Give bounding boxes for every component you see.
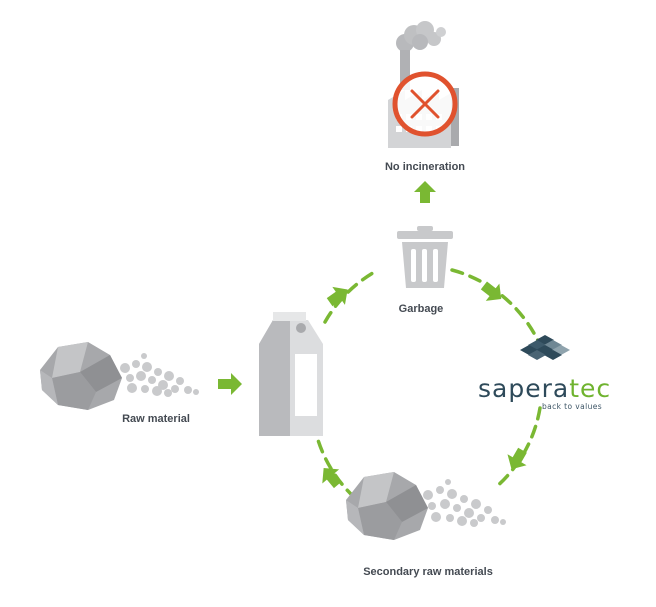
label-secondary-raw-materials: Secondary raw materials [363, 566, 493, 578]
logo-mark-icon [520, 335, 570, 360]
milk-carton-icon [259, 312, 323, 436]
rock-pile-icon [40, 342, 199, 410]
cycle-arrows [322, 281, 527, 489]
arrow-icon [507, 447, 527, 470]
label-raw-material: Raw material [122, 413, 190, 425]
rock-pile-icon [346, 472, 506, 540]
logo-suffix: tec [569, 374, 611, 403]
logo-prefix: sapera [478, 374, 569, 403]
arrow-icon [326, 286, 348, 307]
logo-wordmark: saperatec [478, 374, 611, 403]
label-garbage: Garbage [399, 303, 444, 315]
trash-can-icon [397, 226, 453, 288]
arrow-icon [414, 181, 436, 203]
arrow-icon [322, 468, 342, 489]
label-no-incineration: No incineration [385, 161, 465, 173]
x-circle-icon [392, 71, 458, 137]
saperatec-logo: saperatec back to values [478, 335, 611, 411]
logo-tagline: back to values [542, 402, 602, 411]
arrow-icon [480, 281, 502, 301]
arrow-icon [218, 373, 242, 395]
